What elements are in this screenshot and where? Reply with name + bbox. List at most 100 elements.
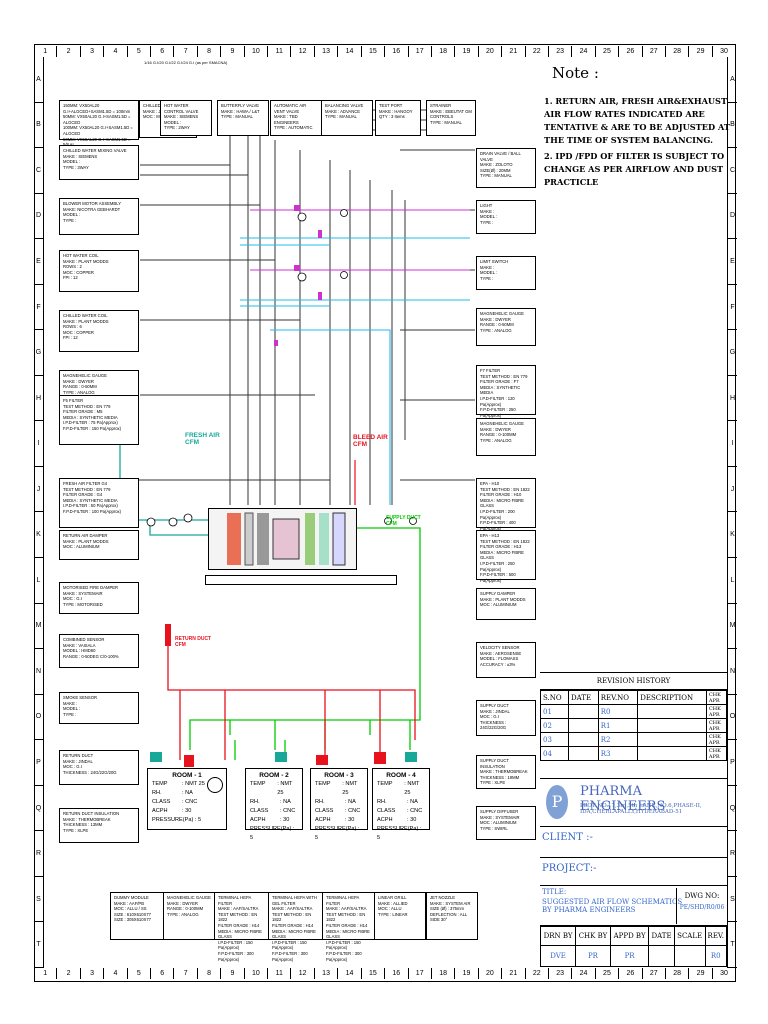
dwg-no-label: DWG NO: xyxy=(684,892,720,900)
grid-column-label: 25 xyxy=(596,968,620,979)
room-parameter-label: TEMP xyxy=(377,781,393,787)
grid-row-label: N xyxy=(728,649,737,695)
component-spec-box: TERMINAL HEPA WITH GEL FILTER MAKE : AAF… xyxy=(268,892,323,962)
grid-row-label: A xyxy=(34,57,43,103)
component-spec-box: RETURN DUCT MAKE : JINDAL MOC : G.I THIC… xyxy=(59,750,139,785)
dwg-no-cell: DWG NO: PE/SHD/R0/06 xyxy=(676,888,727,924)
component-spec-box: MAGNEHELIC GAUGE MAKE : DWYER RANGE : 0-… xyxy=(163,892,218,940)
grid-row-label: B xyxy=(728,103,737,149)
component-spec-box: F7 FILTER TEST METHOD : EN 779 FILTER GR… xyxy=(476,365,536,418)
grid-column-label: 29 xyxy=(689,968,713,979)
rev-no: R1 xyxy=(597,718,639,733)
grid-column-label: 8 xyxy=(198,46,222,57)
rev-date xyxy=(568,746,599,761)
component-spec-box: RETURN AIR DAMPER MAKE : PLANT MODDS MOC… xyxy=(59,530,139,560)
rev-header-apr: APR xyxy=(708,697,720,704)
component-spec-box: DRAIN VALVE / BALL VALVE MAKE : ZOLOTO S… xyxy=(476,148,536,188)
ahu-base xyxy=(205,575,397,585)
rev-chk: CHK xyxy=(708,747,721,754)
grid-column-label: 5 xyxy=(128,968,152,979)
grid-row-label: R xyxy=(34,831,43,877)
room-parameter-label: RH. xyxy=(250,799,260,805)
grid-row-label: Q xyxy=(728,786,737,832)
room-parameter-label: TEMP xyxy=(152,781,168,787)
component-spec-box: MAGNEHELIC GAUGE MAKE : DWYER RANGE : 0-… xyxy=(476,418,536,456)
appd-by-label: APPD BY xyxy=(609,926,650,946)
rev-no: R2 xyxy=(597,732,639,747)
grid-column-label: 3 xyxy=(81,46,105,57)
grid-column-label: 25 xyxy=(596,46,620,57)
rev-desc xyxy=(637,746,707,761)
grid-row-label: G xyxy=(34,330,43,376)
component-spec-box: JET NOZZLE MAKE : SYSTEM AIR SIZE (Ø) : … xyxy=(426,892,478,940)
grid-column-label: 10 xyxy=(245,968,269,979)
grid-row-label: Q xyxy=(34,786,43,832)
room-parameter: RH.: NA xyxy=(152,789,222,798)
rev-chk: CHK xyxy=(708,719,721,726)
room-name: ROOM - 4 xyxy=(386,772,416,779)
grid-column-label: 27 xyxy=(643,46,666,57)
rev-apr: APR xyxy=(708,739,720,746)
grid-row-label: M xyxy=(34,604,43,650)
grid-column-label: 2 xyxy=(57,46,81,57)
grid-row-label: P xyxy=(728,740,737,786)
grid-row-label: P xyxy=(34,740,43,786)
grid-column-label: 3 xyxy=(81,968,105,979)
room-parameter-value: : 30 xyxy=(345,817,355,823)
room-parameter-label: RH. xyxy=(315,799,325,805)
component-spec-box: HOT WATER CONTROL VALVE MAKE : SIEMENS M… xyxy=(160,100,212,136)
room-parameter-label: CLASS xyxy=(315,808,334,814)
component-spec-box: LIMIT SWITCH MAKE : MODEL : TYPE : xyxy=(476,256,536,290)
signoff-table: DRN BY CHK BY APPD BY DATE SCALE REV. DV… xyxy=(539,926,728,967)
gauges xyxy=(146,209,417,527)
supply-diffusers xyxy=(150,752,417,762)
grid-column-label: 10 xyxy=(245,46,269,57)
grid-row-label: F xyxy=(728,285,737,331)
rev-date xyxy=(568,704,599,719)
cyan-lines xyxy=(240,237,470,505)
component-spec-box: CHILLED WATER MIXING VALVE MAKE : SIEMEN… xyxy=(59,145,139,180)
grid-row-label: J xyxy=(34,467,43,513)
room-parameter: RH.: NA xyxy=(377,798,425,807)
grid-column-label: 19 xyxy=(455,46,479,57)
room-parameter-value: : 30 xyxy=(407,817,417,823)
rev-date xyxy=(568,732,599,747)
company-block: P PHARMA ENGINEERS PLOT NO.17,3rd,5th LA… xyxy=(540,778,727,825)
rev-no: R0 xyxy=(597,704,639,719)
grid-column-label: 17 xyxy=(409,968,432,979)
grid-column-label: 13 xyxy=(315,46,339,57)
grid-column-label: 1 xyxy=(34,46,58,57)
room-parameter: TEMP: NMT 25 xyxy=(377,780,425,798)
terminal-filters xyxy=(165,624,386,767)
grid-column-label: 9 xyxy=(221,968,245,979)
grid-column-label: 6 xyxy=(151,968,175,979)
air-handling-unit xyxy=(208,508,357,570)
room-parameter-label: ACPH xyxy=(377,817,393,823)
room-parameter-label: RH. xyxy=(377,799,387,805)
grid-column-label: 1 xyxy=(34,968,58,979)
component-spec-box: TEST PORT MAKE : HANGOY QTY : 3 Items xyxy=(375,100,421,136)
grid-row-label: D xyxy=(728,194,737,240)
revision-title: REVISION HISTORY xyxy=(540,673,727,690)
component-spec-box: SUPPLY DAMPER MAKE : PLANT MODDS MOC : A… xyxy=(476,588,536,620)
component-spec-box: FRESH AIR FILTER G4 TEST METHOD : EN 779… xyxy=(59,478,139,528)
room-parameter-label: RH. xyxy=(152,790,162,796)
component-spec-box: STRAINER MAKE : EBEUTAT GM CONTROLS TYPE… xyxy=(426,100,476,136)
grid-column-label: 21 xyxy=(502,968,526,979)
room-parameter: ACPH: 30 xyxy=(152,807,222,816)
rev-no: R3 xyxy=(597,746,639,761)
component-spec-box: AUTOMATIC AIR VENT VALVE MAKE : TBD ENGI… xyxy=(270,100,322,136)
room-pressure: PRESSURE(Pa) : 5 xyxy=(250,826,295,841)
rev-sno: 04 xyxy=(539,746,570,761)
client-block: CLIENT :- xyxy=(540,826,727,857)
grid-row-label: C xyxy=(34,148,43,194)
rev-header-description: DESCRIPTION xyxy=(637,690,707,705)
company-logo: P xyxy=(546,785,568,819)
room-parameter-value: : CNC xyxy=(407,808,423,814)
grid-column-label: 28 xyxy=(666,46,690,57)
